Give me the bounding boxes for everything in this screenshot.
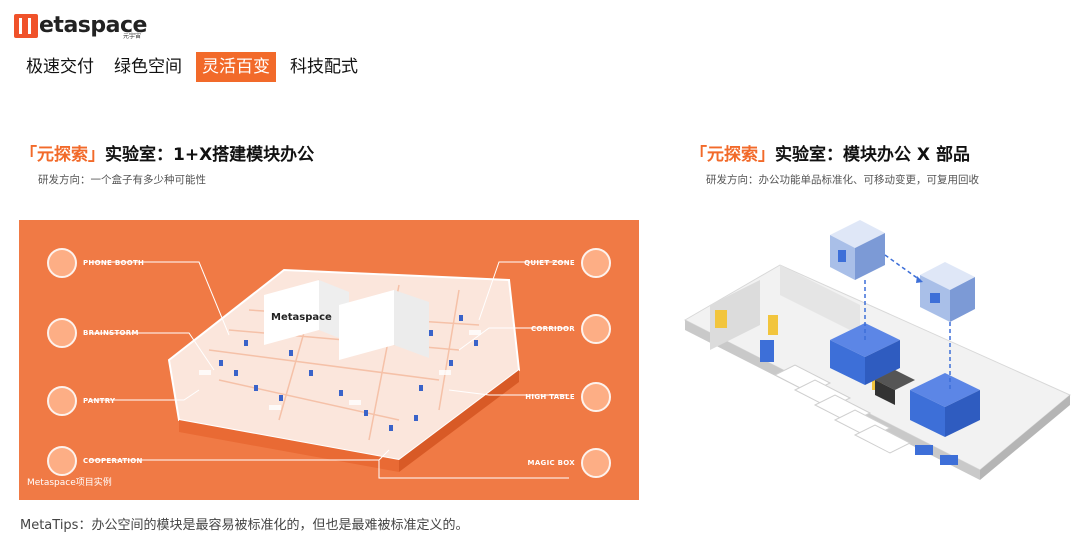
left-title-rest: 实验室：1+X搭建模块办公 xyxy=(105,145,315,165)
feature-tabs: 极速交付 绿色空间 灵活百变 科技配式 xyxy=(20,52,372,82)
image-caption: Metaspace项目实例 xyxy=(27,478,112,488)
cooperation-icon xyxy=(47,446,77,476)
callout-label: CORRIDOR xyxy=(530,325,575,333)
floating-module-1 xyxy=(830,220,885,280)
high-table-icon xyxy=(581,382,611,412)
callout-phone-booth: PHONE BOOTH xyxy=(47,248,150,278)
callout-corridor: CORRIDOR xyxy=(525,314,611,344)
callout-label: PANTRY xyxy=(83,397,116,405)
office-model-image: Metaspace xyxy=(19,220,639,500)
metatips-note: MetaTips：办公空间的模块是最容易被标准化的，但也是最难被标准定义的。 xyxy=(20,518,469,533)
callout-high-table: HIGH TABLE xyxy=(519,382,611,412)
logo-subtext: 元宇宙 xyxy=(122,33,141,40)
quiet-zone-icon xyxy=(581,248,611,278)
m-logo-icon xyxy=(14,14,38,38)
model-logo-text: Metaspace xyxy=(271,312,332,323)
right-section-subtitle: 研发方向：办公功能单品标准化、可移动变更，可复用回收 xyxy=(706,174,979,186)
left-section-subtitle: 研发方向：一个盒子有多少种可能性 xyxy=(38,174,206,186)
right-section-title: 「元探索」实验室：模块办公 X 部品 xyxy=(690,140,970,165)
logo-wordmark: etaspace xyxy=(39,13,147,38)
phone-booth-icon xyxy=(47,248,77,278)
modular-office-illustration xyxy=(680,205,1075,525)
pantry-icon xyxy=(47,386,77,416)
right-title-rest: 实验室：模块办公 X 部品 xyxy=(775,145,970,165)
left-section-title: 「元探索」实验室：1+X搭建模块办公 xyxy=(20,140,314,165)
callout-label: BRAINSTORM xyxy=(83,329,139,337)
brainstorm-icon xyxy=(47,318,77,348)
office-floorplan-illustration: Metaspace xyxy=(89,261,569,479)
metaspace-logo: etaspace 元宇宙 xyxy=(14,14,147,40)
callout-quiet-zone: QUIET ZONE xyxy=(518,248,611,278)
tab-green-space[interactable]: 绿色空间 xyxy=(114,57,182,77)
callout-magic-box: MAGIC BOX xyxy=(522,448,611,478)
callout-brainstorm: BRAINSTORM xyxy=(47,318,145,348)
tab-flexible[interactable]: 灵活百变 xyxy=(196,52,276,82)
iso-office-diagram xyxy=(683,220,1071,480)
tab-fast-delivery[interactable]: 极速交付 xyxy=(26,57,94,77)
callout-label: MAGIC BOX xyxy=(527,459,575,467)
left-title-accent: 「元探索」 xyxy=(20,145,105,165)
callout-label: QUIET ZONE xyxy=(524,259,575,267)
corridor-icon xyxy=(581,314,611,344)
right-title-accent: 「元探索」 xyxy=(690,145,775,165)
tab-tech[interactable]: 科技配式 xyxy=(290,57,358,77)
callout-pantry: PANTRY xyxy=(47,386,121,416)
callout-cooperation: COOPERATION xyxy=(47,446,149,476)
callout-label: PHONE BOOTH xyxy=(83,259,145,267)
magic-box-icon xyxy=(581,448,611,478)
callout-label: HIGH TABLE xyxy=(525,393,575,401)
floating-module-2 xyxy=(920,262,975,322)
callout-label: COOPERATION xyxy=(83,457,143,465)
